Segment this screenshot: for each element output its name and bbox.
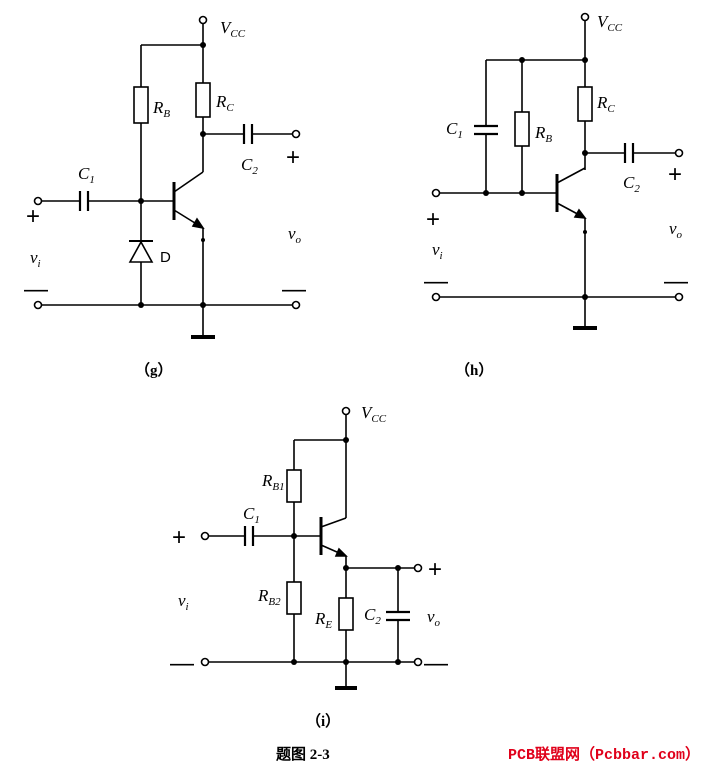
resistor-rb-h	[514, 111, 530, 147]
c1-label-h: C1	[446, 119, 463, 141]
output-minus-sign-i: —	[424, 650, 448, 677]
c2-label-i: C2	[364, 605, 381, 627]
capacitor-c1-g	[78, 191, 90, 211]
output-plus-sign-i: +	[428, 556, 442, 583]
resistor-re-i	[338, 597, 354, 631]
capacitor-c2-i	[386, 610, 410, 622]
vi-label-g: vi	[30, 248, 41, 270]
capacitor-c1-i	[243, 526, 255, 546]
vi-label-i: vi	[178, 591, 189, 613]
vo-label-g: vo	[288, 224, 302, 246]
vo-label-i: vo	[427, 607, 441, 629]
re-label-i: RE	[314, 609, 332, 631]
vcc-label-h: VCC	[597, 12, 623, 34]
c2-label-h: C2	[623, 173, 640, 195]
resistor-rb1-i	[286, 469, 302, 503]
vcc-terminal-h	[580, 12, 590, 22]
vcc-label-g: VCC	[220, 18, 246, 40]
output-terminal-plus-g	[291, 129, 301, 139]
circuit-g	[33, 15, 301, 339]
capacitor-c1-h	[474, 124, 498, 136]
output-plus-sign-h: +	[668, 161, 682, 188]
vo-label-h: vo	[669, 219, 683, 241]
output-plus-sign-g: +	[286, 144, 300, 171]
input-terminal-minus-i	[200, 657, 210, 667]
transistor-g	[172, 171, 205, 230]
transistor-i	[319, 517, 348, 557]
capacitor-c2-h	[623, 143, 635, 163]
output-minus-sign-g: —	[282, 276, 306, 303]
input-plus-sign-g: +	[26, 203, 40, 230]
caption-g: （g）	[135, 361, 173, 379]
diode-d-g	[128, 240, 154, 263]
input-plus-sign-i: +	[172, 524, 186, 551]
input-minus-sign-g: —	[24, 276, 48, 303]
resistor-rb-g	[133, 86, 149, 124]
input-terminal-minus-g	[33, 300, 43, 310]
rc-label-h: RC	[596, 93, 615, 115]
input-terminal-plus-h	[431, 188, 441, 198]
input-terminal-plus-i	[200, 531, 210, 541]
rb1-label-i: RB1	[261, 471, 285, 493]
c1-label-i: C1	[243, 504, 260, 526]
rb2-label-i: RB2	[257, 586, 281, 608]
caption-h: （h）	[455, 361, 493, 379]
caption-i: （i）	[306, 712, 340, 730]
vcc-label-i: VCC	[361, 403, 387, 425]
figure-title: 题图 2-3	[276, 746, 330, 763]
resistor-rc-h	[577, 86, 593, 122]
input-minus-sign-i: —	[170, 650, 194, 677]
input-plus-sign-h: +	[426, 206, 440, 233]
rb-label-g: RB	[152, 98, 170, 120]
diode-label-g: D	[160, 249, 171, 266]
output-minus-sign-h: —	[664, 268, 688, 295]
input-minus-sign-h: —	[424, 268, 448, 295]
output-terminal-minus-i	[413, 657, 423, 667]
circuit-i	[200, 406, 423, 690]
rb-label-h: RB	[534, 123, 552, 145]
rc-label-g: RC	[215, 92, 234, 114]
c2-label-g: C2	[241, 155, 258, 177]
output-terminal-plus-h	[674, 148, 684, 158]
junction-dots	[138, 42, 588, 665]
resistor-rb2-i	[286, 581, 302, 615]
input-terminal-minus-h	[431, 292, 441, 302]
input-terminal-plus-g	[33, 196, 43, 206]
vi-label-h: vi	[432, 240, 443, 262]
circuit-h	[431, 12, 684, 330]
vcc-terminal-i	[341, 406, 351, 416]
resistor-rc-g	[195, 82, 211, 118]
output-terminal-minus-h	[674, 292, 684, 302]
capacitor-c2-g	[242, 124, 254, 144]
vcc-terminal-g	[198, 15, 208, 25]
output-terminal-minus-g	[291, 300, 301, 310]
transistor-h	[555, 167, 587, 219]
c1-label-g: C1	[78, 164, 95, 186]
output-terminal-plus-i	[413, 563, 423, 573]
watermark-text: PCB联盟网（Pcbbar.com）	[508, 745, 700, 764]
